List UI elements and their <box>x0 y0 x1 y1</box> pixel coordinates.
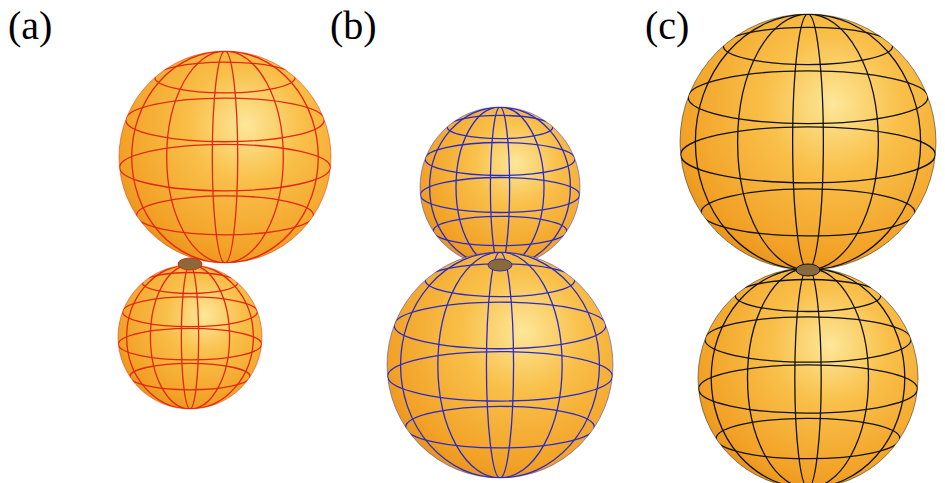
sphere-outline <box>420 107 580 267</box>
meridian-line <box>490 107 509 267</box>
vesicle-shape <box>118 51 331 409</box>
latitude-line <box>681 127 936 183</box>
latitude-line <box>394 302 606 349</box>
meridian-line <box>127 265 254 409</box>
meridian-line <box>150 265 229 409</box>
panel-label: (c) <box>645 6 689 46</box>
sphere-outline <box>387 252 613 478</box>
mesh-lines <box>388 252 613 478</box>
meridian-line <box>748 268 869 483</box>
latitude-line <box>120 144 331 190</box>
meridian-line <box>181 265 198 409</box>
neck-opening <box>178 258 202 270</box>
sphere-surface <box>387 252 613 478</box>
meridian-line <box>795 268 821 483</box>
neck-opening <box>796 264 820 276</box>
latitude-line <box>142 273 237 294</box>
latitude-line <box>118 328 261 360</box>
panel-label: (a) <box>8 6 52 46</box>
sphere-surface <box>118 265 262 409</box>
latitude-line <box>155 62 295 93</box>
sphere-outline <box>118 265 262 409</box>
meridian-line <box>695 14 920 270</box>
latitude-line <box>388 352 613 401</box>
meridian-line <box>793 14 824 270</box>
meridian-line <box>401 252 600 478</box>
latitude-line <box>723 27 892 64</box>
meridian-line <box>456 107 544 267</box>
latitude-line <box>406 406 595 448</box>
meridian-line <box>738 14 879 270</box>
mesh-lines <box>699 268 918 483</box>
mesh-lines <box>120 51 331 263</box>
vesicle-shape <box>680 14 936 483</box>
latitude-line <box>433 216 567 245</box>
sphere-surface <box>119 51 331 263</box>
latitude-line <box>130 363 250 389</box>
latitude-line <box>420 177 579 212</box>
latitude-line <box>447 115 553 138</box>
meridian-line <box>212 51 237 263</box>
latitude-line <box>701 189 915 236</box>
latitude-line <box>735 279 881 311</box>
sphere-surface <box>420 107 580 267</box>
latitude-line <box>425 143 575 176</box>
latitude-line <box>123 297 258 327</box>
panel-label: (b) <box>330 6 377 46</box>
mesh-lines <box>118 265 261 409</box>
latitude-line <box>688 71 928 124</box>
sphere-surface <box>680 14 936 270</box>
latitude-line <box>716 418 900 458</box>
meridian-line <box>438 252 562 478</box>
mesh-lines <box>420 107 579 267</box>
sphere-outline <box>698 268 918 483</box>
meridian-line <box>132 51 319 263</box>
latitude-line <box>705 317 911 362</box>
sphere-outline <box>119 51 331 263</box>
vesicle-shape <box>387 107 613 478</box>
meridian-line <box>430 107 571 267</box>
sphere-outline <box>680 14 936 270</box>
meridian-line <box>486 252 513 478</box>
neck-opening <box>488 259 512 271</box>
latitude-line <box>699 365 918 413</box>
sphere-surface <box>698 268 918 483</box>
latitude-line <box>136 196 313 235</box>
meridian-line <box>711 268 905 483</box>
meridian-line <box>167 51 284 263</box>
mesh-lines <box>681 14 936 270</box>
latitude-line <box>126 98 325 142</box>
